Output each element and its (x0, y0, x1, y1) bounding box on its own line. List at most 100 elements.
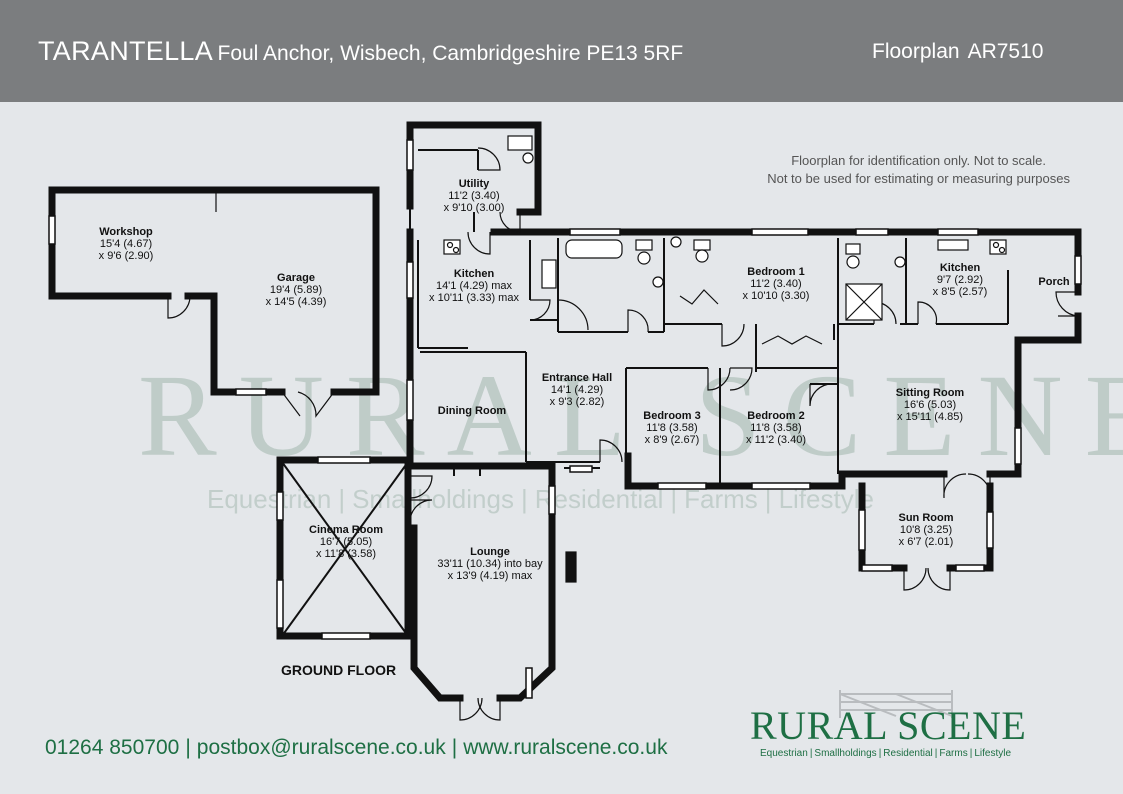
room-dimension: x 11'8 (3.58) (316, 548, 376, 560)
room-workshop: Workshop 15'4 (4.67) x 9'6 (2.90) (99, 226, 154, 262)
room-utility: Utility 11'2 (3.40) x 9'10 (3.00) (444, 178, 505, 214)
sink-icon (652, 276, 664, 288)
room-dimension: x 9'10 (3.00) (443, 202, 505, 214)
room-bedroom-1: Bedroom 1 11'2 (3.40) x 10'10 (3.30) (743, 266, 810, 302)
house-wall-right (986, 312, 1082, 478)
brand-tag-item: Smallholdings (814, 748, 877, 759)
room-name: Sun Room (898, 512, 954, 524)
room-name: Utility (458, 178, 490, 190)
lounge-wall (410, 524, 464, 702)
toilet-icon (635, 239, 653, 251)
sunroom-wall (946, 482, 994, 572)
disclaimer-line: Floorplan for identification only. Not t… (791, 153, 1047, 168)
doors (167, 147, 1079, 721)
room-dimension: 11'8 (3.58) (646, 422, 698, 434)
room-name: Workshop (99, 226, 153, 238)
room-sitting-room: Sitting Room 16'6 (5.03) x 15'11 (4.85) (896, 387, 964, 423)
room-dimension: 11'8 (3.58) (750, 422, 802, 434)
brand-tag-item: Lifestyle (974, 748, 1012, 759)
room-name: Entrance Hall (541, 372, 613, 384)
room-dimension: x 13'9 (4.19) max (447, 570, 533, 582)
room-sun-room: Sun Room 10'8 (3.25) x 6'7 (2.01) (899, 512, 954, 548)
header-bar: TARANTELLA Foul Anchor, Wisbech, Cambrid… (0, 0, 1123, 102)
room-dimension: x 14'5 (4.39) (265, 296, 327, 308)
property-name: TARANTELLA (38, 36, 214, 66)
separator: | (185, 736, 191, 759)
kitchen-sink-icon (541, 259, 557, 289)
disclaimer: Floorplan for identification only. Not t… (767, 152, 1070, 188)
room-bedroom-2: Bedroom 2 11'8 (3.58) x 11'2 (3.40) (746, 410, 806, 446)
room-dimension: 16'7 (5.05) (319, 536, 373, 548)
room-dimension: 15'4 (4.67) (99, 238, 153, 250)
cinema-wall (276, 228, 414, 640)
room-cinema-room: Cinema Room 16'7 (5.05) x 11'8 (3.58) (309, 524, 383, 560)
disclaimer-line: Not to be used for estimating or measuri… (767, 171, 1070, 186)
room-name: Garage (277, 272, 315, 284)
house-wall-bottom (624, 452, 948, 490)
room-dimension: x 11'2 (3.40) (746, 434, 806, 446)
room-name: Kitchen (453, 268, 495, 280)
website-url: www.ruralscene.co.uk (463, 736, 668, 759)
floorplan-label: Floorplan (872, 40, 960, 63)
room-name: Cinema Room (309, 524, 383, 536)
separator: | (451, 736, 458, 759)
room-porch: Porch (1038, 276, 1069, 288)
kitchen-sink-icon (937, 239, 969, 251)
room-dimension: x 9'6 (2.90) (98, 250, 154, 262)
floor-label: GROUND FLOOR (281, 662, 397, 678)
room-name: Bedroom 1 (747, 266, 805, 278)
property-address: Foul Anchor, Wisbech, Cambridgeshire PE1… (217, 42, 684, 65)
fixtures (443, 135, 1007, 583)
room-kitchen-main: Kitchen 14'1 (4.29) max x 10'11 (3.33) m… (429, 268, 519, 304)
property-title: TARANTELLA Foul Anchor, Wisbech, Cambrid… (38, 36, 683, 67)
room-dimension: x 8'9 (2.67) (644, 434, 700, 446)
room-garage: Garage 19'4 (5.89) x 14'5 (4.39) (266, 272, 327, 308)
lounge-wall (408, 462, 556, 702)
room-dimension: x 9'3 (2.82) (549, 396, 605, 408)
room-dimension: 14'1 (4.29) (550, 384, 604, 396)
room-dimension: 11'2 (3.40) (750, 278, 802, 290)
room-dining-room: Dining Room (438, 405, 506, 417)
garage-wall (210, 292, 286, 396)
room-name: Dining Room (437, 405, 507, 417)
room-name: Lounge (470, 546, 510, 558)
room-dimension: 16'6 (5.03) (903, 399, 957, 411)
room-dimension: 11'2 (3.40) (448, 190, 500, 202)
brand-logo: RURAL SCENE Equestrian|Smallholdings|Res… (750, 688, 1070, 768)
room-dimension: 19'4 (5.89) (269, 284, 323, 296)
email-address: postbox@ruralscene.co.uk (196, 736, 446, 759)
gate-icon (839, 690, 953, 718)
room-name: Kitchen (939, 262, 981, 274)
brand-tag-item: Farms (939, 748, 968, 759)
room-dimension: x 10'10 (3.30) (742, 290, 810, 302)
brand-name: RURAL SCENE (750, 703, 1027, 748)
brand-tag-item: Equestrian (760, 748, 808, 759)
windows (48, 139, 1082, 699)
room-entrance-hall: Entrance Hall 14'1 (4.29) x 9'3 (2.82) (542, 372, 612, 408)
contact-line: 01264 850700|postbox@ruralscene.co.uk|ww… (45, 736, 667, 760)
garage-wall (218, 186, 380, 396)
room-name: Bedroom 2 (747, 410, 805, 422)
fireplace-icon (565, 551, 577, 583)
room-bedroom-3: Bedroom 3 11'8 (3.58) x 8'9 (2.67) (643, 410, 700, 446)
room-dimension: 14'1 (4.29) max (435, 280, 513, 292)
room-lounge: Lounge 33'11 (10.34) into bay x 13'9 (4.… (437, 546, 542, 582)
room-dimension: 33'11 (10.34) into bay (437, 558, 543, 570)
room-dimension: 9'7 (2.92) (936, 274, 984, 286)
bath-icon (565, 239, 623, 259)
brand-tag-item: Residential (883, 748, 933, 759)
room-dimension: x 15'11 (4.85) (896, 411, 964, 423)
interior-walls (281, 149, 1009, 637)
room-kitchen-annex: Kitchen 9'7 (2.92) x 8'5 (2.57) (933, 262, 988, 298)
room-name: Bedroom 3 (643, 410, 701, 422)
room-dimension: 10'8 (3.25) (899, 524, 953, 536)
room-dimension: x 8'5 (2.57) (932, 286, 988, 298)
room-name: Sitting Room (895, 387, 965, 399)
room-dimension: x 10'11 (3.33) max (429, 292, 519, 304)
room-dimension: x 6'7 (2.01) (898, 536, 954, 548)
brand-tagline: Equestrian|Smallholdings|Residential|Far… (760, 748, 1012, 759)
room-name: Porch (1038, 276, 1070, 288)
phone-number: 01264 850700 (45, 736, 180, 759)
